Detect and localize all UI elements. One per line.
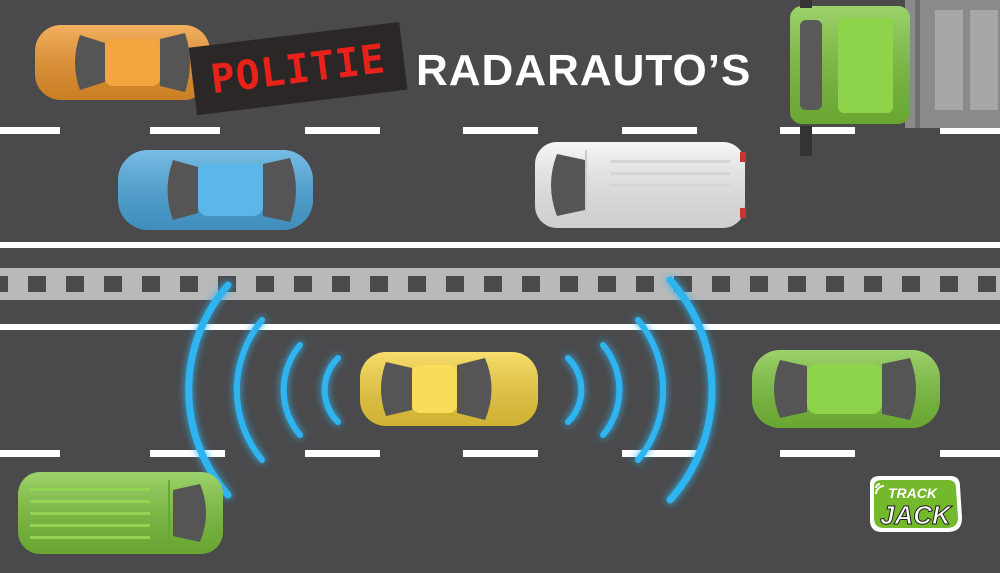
logo-line1: TRACK (888, 485, 938, 501)
guardrail-post (616, 276, 636, 292)
guardrail-post (958, 276, 978, 292)
guardrail-post (920, 276, 940, 292)
guardrail-post (388, 276, 408, 292)
guardrail-post (8, 276, 28, 292)
upper-edge-line (0, 242, 1000, 248)
guardrail-post (198, 276, 218, 292)
guardrail-post (236, 276, 256, 292)
guardrail-post (806, 276, 826, 292)
guardrail-post (350, 276, 370, 292)
guardrail-post (540, 276, 560, 292)
radar-wave-right-2 (600, 342, 623, 438)
lower-lane-dashes (0, 450, 1000, 457)
median-guardrail (0, 268, 1000, 300)
guardrail-post (160, 276, 180, 292)
upper-lane-dashes (0, 127, 1000, 134)
orange-car (35, 25, 210, 100)
guardrail-post (502, 276, 522, 292)
page-title: RADARAUTO’S (416, 46, 751, 95)
radar-wave-left-3 (233, 317, 265, 463)
politie-sign: POLITIE (188, 21, 408, 116)
yellow-radar-car (360, 352, 538, 426)
trackjack-logo: TRACK JACK (870, 476, 962, 532)
green-car (752, 350, 940, 428)
logo-line2: JACK (880, 500, 953, 530)
guardrail-post (730, 276, 750, 292)
guardrail-post (274, 276, 294, 292)
guardrail-post (312, 276, 332, 292)
white-van (535, 142, 746, 228)
radar-wave-left-1 (321, 355, 341, 425)
green-van (18, 472, 223, 554)
guardrail-post (84, 276, 104, 292)
guardrail-post (578, 276, 598, 292)
guardrail-post (844, 276, 864, 292)
guardrail-post (46, 276, 66, 292)
lower-edge-line (0, 324, 1000, 330)
guardrail-post (464, 276, 484, 292)
guardrail-post (882, 276, 902, 292)
radar-wave-right-3 (635, 317, 667, 463)
radar-wave-left-2 (280, 342, 303, 438)
guardrail-post (768, 276, 788, 292)
blue-car (118, 150, 313, 230)
guardrail-post (692, 276, 712, 292)
radar-wave-right-4 (666, 276, 716, 504)
radar-wave-right-1 (565, 355, 585, 425)
guardrail-post (122, 276, 142, 292)
green-truck (790, 0, 1000, 156)
guardrail-post (426, 276, 446, 292)
radar-wave-left-4 (185, 281, 232, 499)
guardrail-post (996, 276, 1000, 292)
radar-waves (185, 276, 716, 504)
